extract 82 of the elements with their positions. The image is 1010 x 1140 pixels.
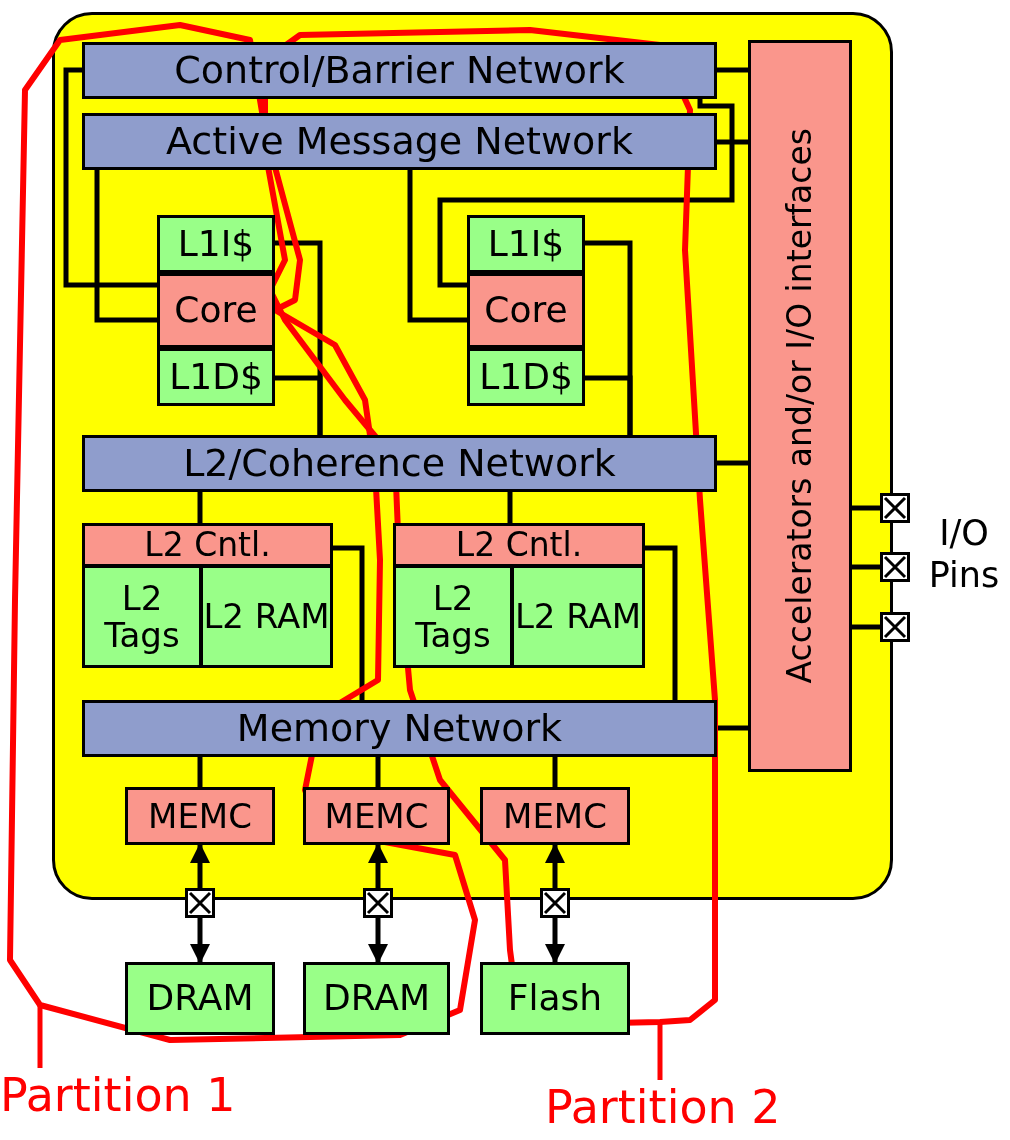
connector-line [585, 375, 633, 435]
box-label: L2 RAM [203, 598, 330, 635]
box-label: L2 Cntl. [455, 527, 583, 563]
connector-line [507, 492, 513, 523]
cache-box [467, 348, 585, 406]
controller-box [480, 787, 630, 845]
connector-line [197, 757, 203, 787]
box-label: L2 Cntl. [144, 527, 271, 563]
connector-line [717, 725, 748, 731]
box-label: L2 Tags [414, 579, 492, 654]
interface-bar [748, 40, 852, 772]
connector-line [645, 545, 678, 700]
cache-box [467, 215, 585, 273]
core-box [467, 273, 585, 348]
cache-box [157, 348, 275, 406]
connector-line [333, 545, 365, 700]
partition-label: Partition 1 [0, 1068, 300, 1130]
cache-box [82, 565, 202, 668]
connector-line [852, 564, 880, 570]
connector-line [197, 492, 203, 523]
connector-line [852, 505, 880, 511]
core-box [157, 273, 275, 348]
arrow [545, 843, 565, 888]
connector-line [375, 757, 381, 787]
network-bar [82, 700, 717, 757]
partition-label: Partition 2 [545, 1080, 845, 1140]
network-bar [82, 113, 717, 170]
box-label: MEMC [148, 797, 252, 835]
io-pad-icon [363, 888, 393, 918]
box-label: DRAM [323, 979, 430, 1018]
connector-line [717, 139, 748, 145]
io-pad-icon [540, 888, 570, 918]
connector-line [407, 170, 467, 323]
io-pad-icon [880, 493, 910, 523]
box-label: L1I$ [487, 224, 565, 264]
box-label: Control/Barrier Network [174, 50, 625, 91]
controller-box [82, 523, 333, 567]
arrow [190, 843, 210, 888]
connector-line [63, 67, 157, 288]
io-pad-icon [880, 612, 910, 642]
memory-box [125, 962, 275, 1035]
box-label: Memory Network [236, 708, 563, 749]
controller-box [303, 787, 450, 845]
box-label: L2 Tags [103, 579, 181, 654]
connector-line [852, 624, 880, 630]
box-label: Flash [507, 979, 603, 1018]
pins-label: I/O Pins [927, 512, 1001, 596]
box-label: Accelerators and/or I/O interfaces [782, 128, 818, 684]
connector-line [552, 757, 558, 787]
box-label: Core [484, 291, 568, 330]
box-label: L2/Coherence Network [183, 443, 616, 484]
io-pad-icon [185, 888, 215, 918]
arrow [545, 918, 565, 964]
controller-box [125, 787, 275, 845]
memory-box [303, 962, 450, 1035]
box-label: MEMC [324, 797, 429, 835]
connector-line [717, 460, 748, 466]
network-bar [82, 42, 717, 99]
cache-box [200, 565, 333, 668]
chip-outline [52, 12, 893, 900]
cache-box [157, 215, 275, 273]
arrow [368, 843, 388, 888]
connector-line [275, 375, 323, 435]
box-label: Active Message Network [166, 121, 633, 162]
cache-box [511, 565, 645, 668]
arrow [368, 918, 388, 964]
box-label: L1D$ [479, 357, 573, 397]
box-label: Core [174, 291, 258, 330]
connector-line [437, 99, 735, 288]
controller-box [393, 523, 645, 567]
box-label: L1I$ [177, 224, 255, 264]
io-pad-icon [880, 552, 910, 582]
connector-line [94, 170, 157, 323]
arrow [190, 918, 210, 964]
box-label: L2 RAM [514, 598, 642, 635]
memory-box [480, 962, 630, 1035]
cache-box [393, 565, 513, 668]
box-label: L1D$ [169, 357, 263, 397]
connector-line [717, 67, 748, 73]
box-label: DRAM [146, 979, 254, 1018]
box-label: MEMC [503, 797, 607, 835]
network-bar [82, 435, 717, 492]
